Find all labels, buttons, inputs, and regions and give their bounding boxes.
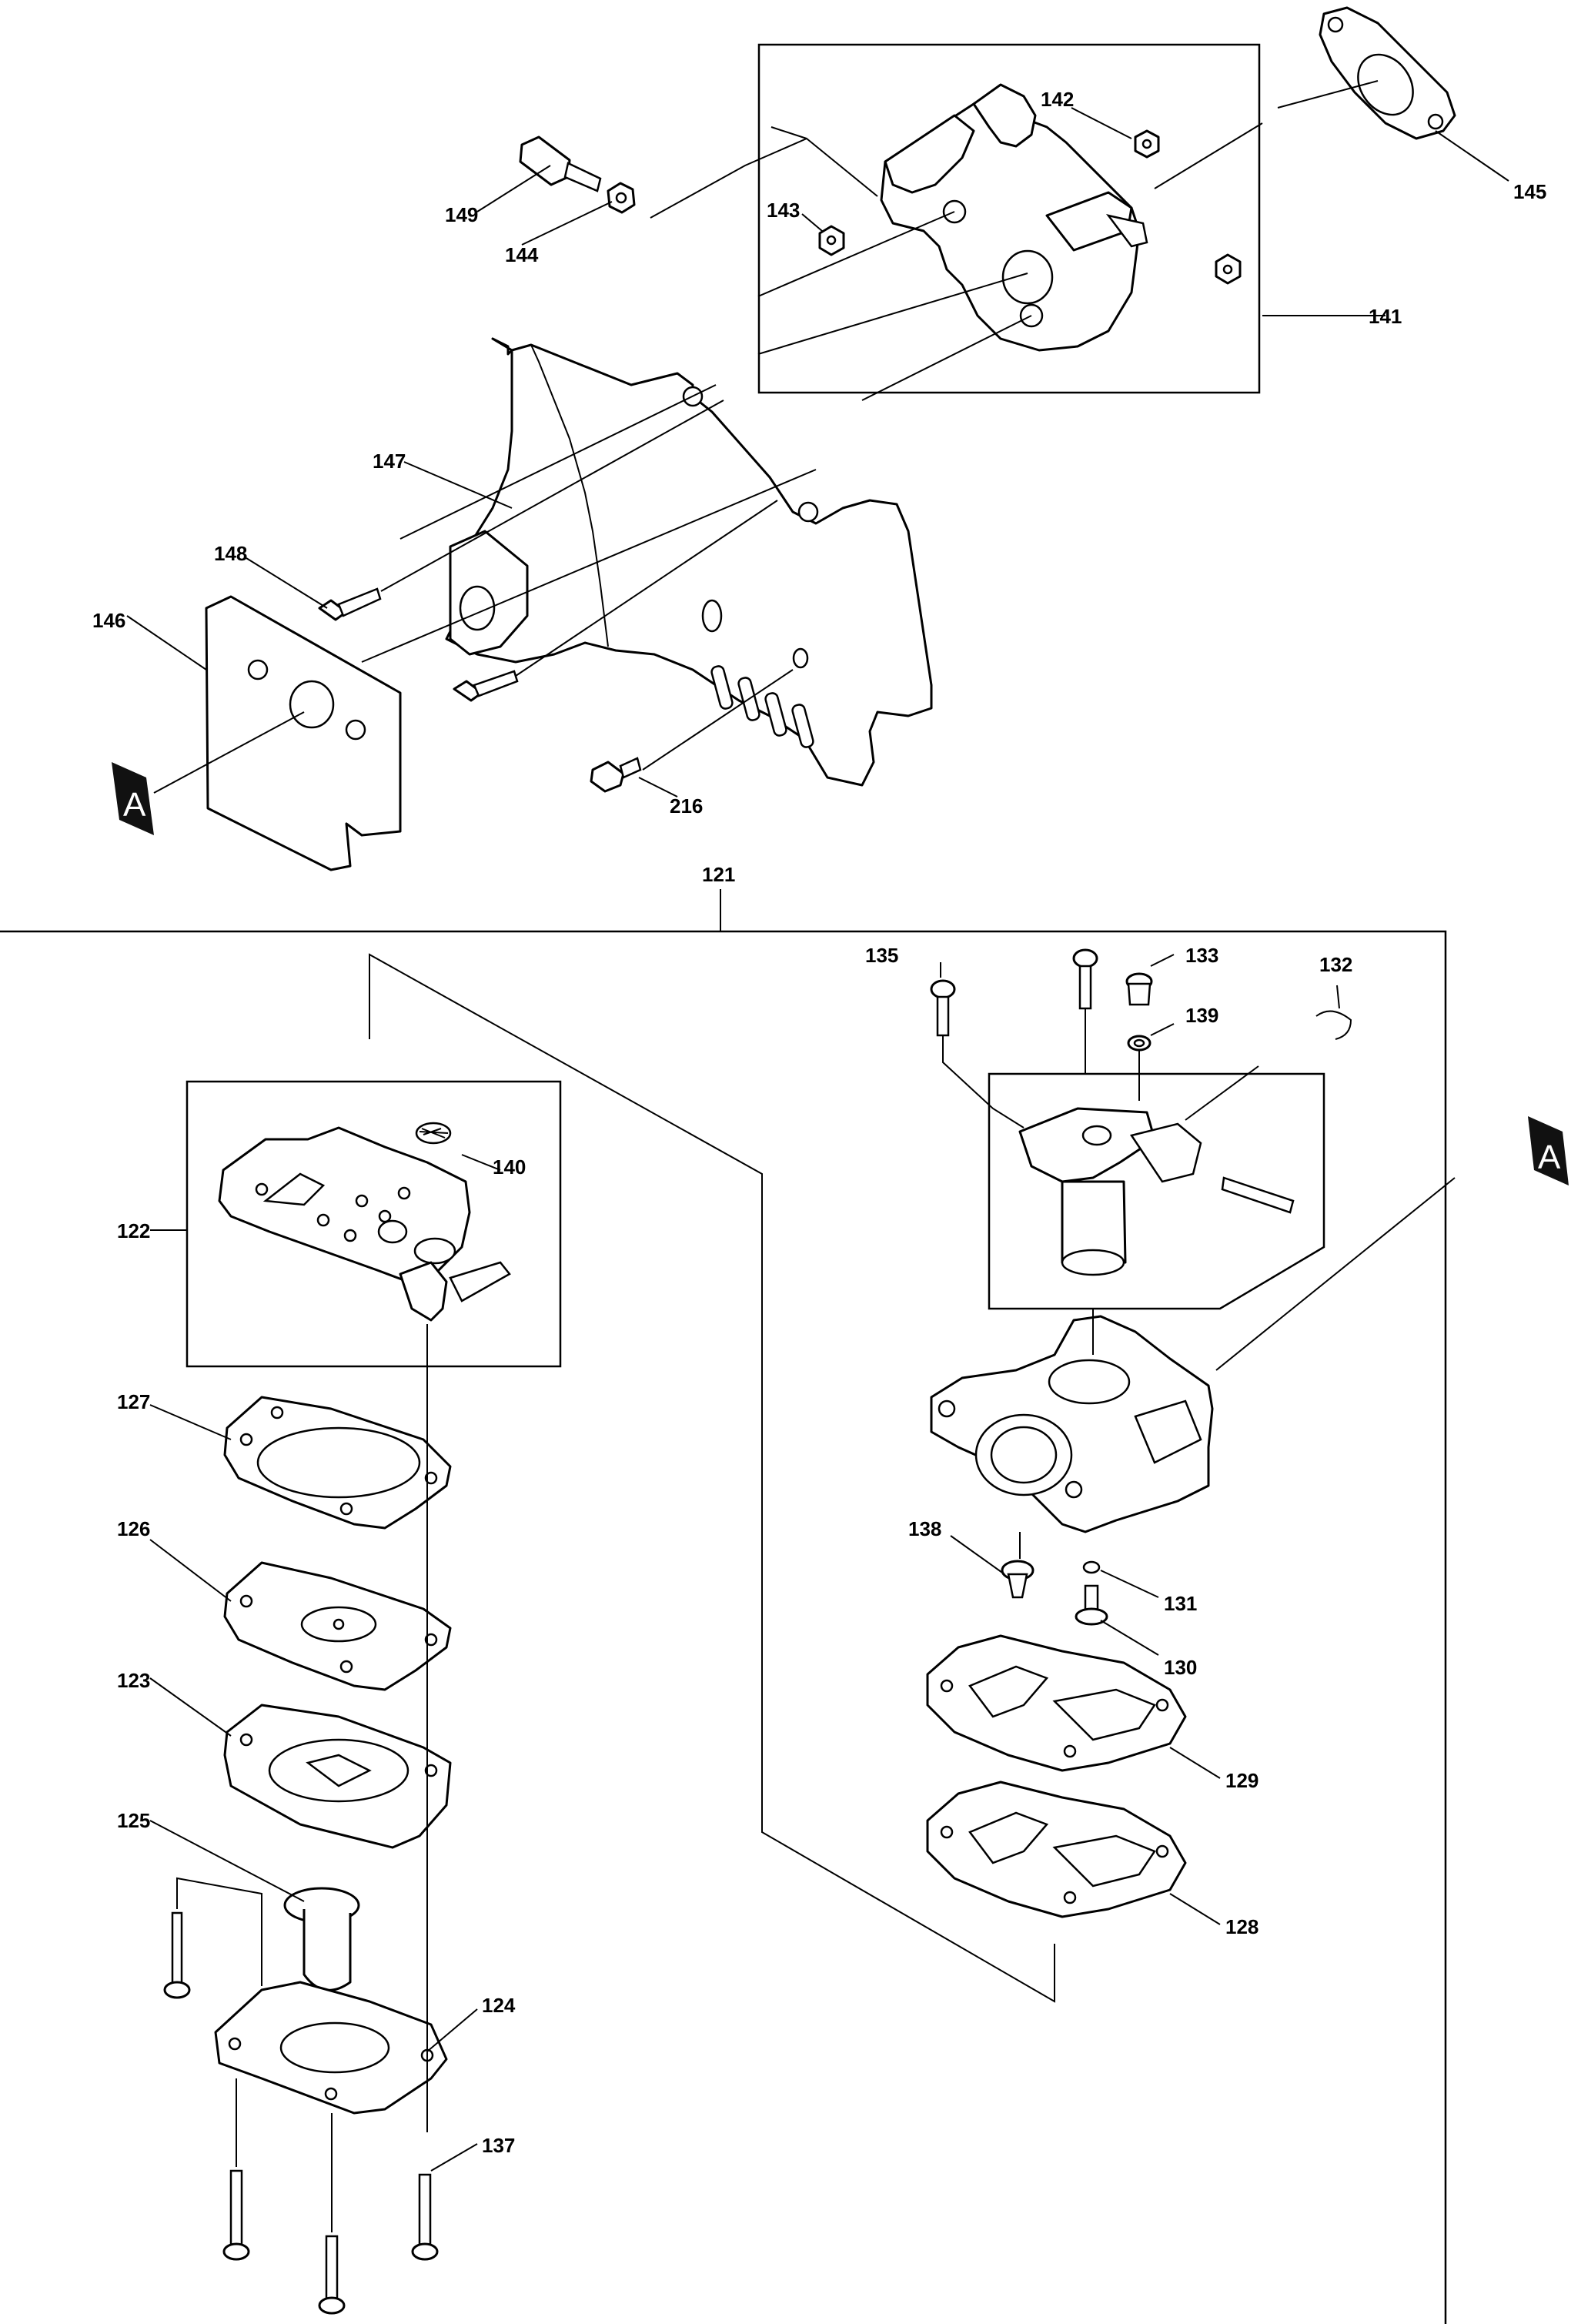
label-135: 135: [865, 944, 898, 967]
part-216-bolt: [590, 757, 642, 793]
part-135-screw: [930, 979, 956, 1037]
part-141-nut: [1215, 253, 1242, 285]
part-132-clip: [1315, 1010, 1352, 1040]
lower-label-leaders: [149, 954, 1340, 2172]
label-121: 121: [702, 863, 735, 886]
part-128-gasket: [926, 1781, 1187, 1918]
svg-text:A: A: [1538, 1139, 1561, 1176]
label-146: 146: [92, 609, 125, 632]
part-121-frame: [0, 930, 1447, 2324]
label-129: 129: [1225, 1769, 1258, 1792]
part-137-screws: [163, 1911, 439, 2315]
reference-marker-left: A: [112, 762, 154, 835]
part-127-gasket: [223, 1396, 452, 1530]
part-130-needle: [1075, 1584, 1108, 1626]
part-145-gasket: [1319, 6, 1456, 140]
reference-marker-right: A: [1528, 1116, 1569, 1185]
upper-label-leaders: [126, 107, 1509, 798]
part-129-gasket: [926, 1634, 1187, 1772]
part-147-bracket: [445, 337, 933, 787]
label-127: 127: [117, 1390, 150, 1413]
left-guide-lines: [176, 1324, 428, 2232]
label-147: 147: [373, 450, 406, 473]
carburetor-body: [930, 1315, 1214, 1533]
label-140: 140: [493, 1155, 526, 1179]
part-140-screen: [415, 1122, 452, 1145]
label-141: 141: [1369, 305, 1402, 328]
part-126-diaphragm: [223, 1561, 452, 1691]
label-149: 149: [445, 203, 478, 226]
part-124-retainer: [214, 1981, 448, 2115]
part-122-pump-body: [218, 1126, 511, 1322]
label-130: 130: [1164, 1656, 1197, 1679]
bracket-screw: [453, 670, 519, 702]
label-125: 125: [117, 1809, 150, 1832]
part-121-guide-line: [369, 953, 1055, 2003]
part-144-nut: [607, 182, 636, 214]
part-labels: 121 122 123 124 125 126 127 128 129 130 …: [92, 88, 1546, 2157]
part-131-oring: [1082, 1560, 1101, 1574]
label-128: 128: [1225, 1915, 1258, 1938]
label-124: 124: [482, 1994, 516, 2017]
part-142-nut: [1134, 129, 1160, 159]
label-144: 144: [505, 243, 539, 266]
label-132: 132: [1319, 953, 1352, 976]
throttle-shaft-assembly: [1018, 1107, 1295, 1276]
part-133-screw: [1072, 948, 1098, 1010]
right-guide-lines: [942, 1008, 1456, 1559]
label-133: 133: [1185, 944, 1218, 967]
label-122: 122: [117, 1219, 150, 1242]
label-142: 142: [1041, 88, 1074, 111]
svg-text:A: A: [123, 786, 146, 824]
part-141-throttle-body: [880, 83, 1148, 352]
label-123: 123: [117, 1669, 150, 1692]
part-148-screw: [318, 587, 382, 621]
label-126: 126: [117, 1517, 150, 1540]
label-216: 216: [670, 794, 703, 818]
part-133-cap: [1125, 972, 1153, 1006]
shaft-assembly-frame: [988, 1072, 1325, 1310]
label-145: 145: [1513, 180, 1546, 203]
part-125-primer-bulb: [283, 1887, 360, 1991]
part-141-frame: [757, 43, 1261, 394]
part-123-cover: [223, 1704, 452, 1849]
part-122-frame: [186, 1080, 562, 1368]
upper-guide-lines: [361, 80, 1379, 771]
label-138: 138: [908, 1517, 941, 1540]
part-138-screw: [1001, 1560, 1035, 1599]
part-149-stud: [519, 135, 602, 192]
label-148: 148: [214, 542, 247, 565]
label-143: 143: [767, 199, 800, 222]
part-146-plate: [205, 595, 402, 871]
label-137: 137: [482, 2134, 515, 2157]
label-139: 139: [1185, 1004, 1218, 1027]
label-131: 131: [1164, 1592, 1197, 1615]
part-139-washer: [1127, 1035, 1152, 1052]
part-143-nut: [818, 225, 845, 256]
